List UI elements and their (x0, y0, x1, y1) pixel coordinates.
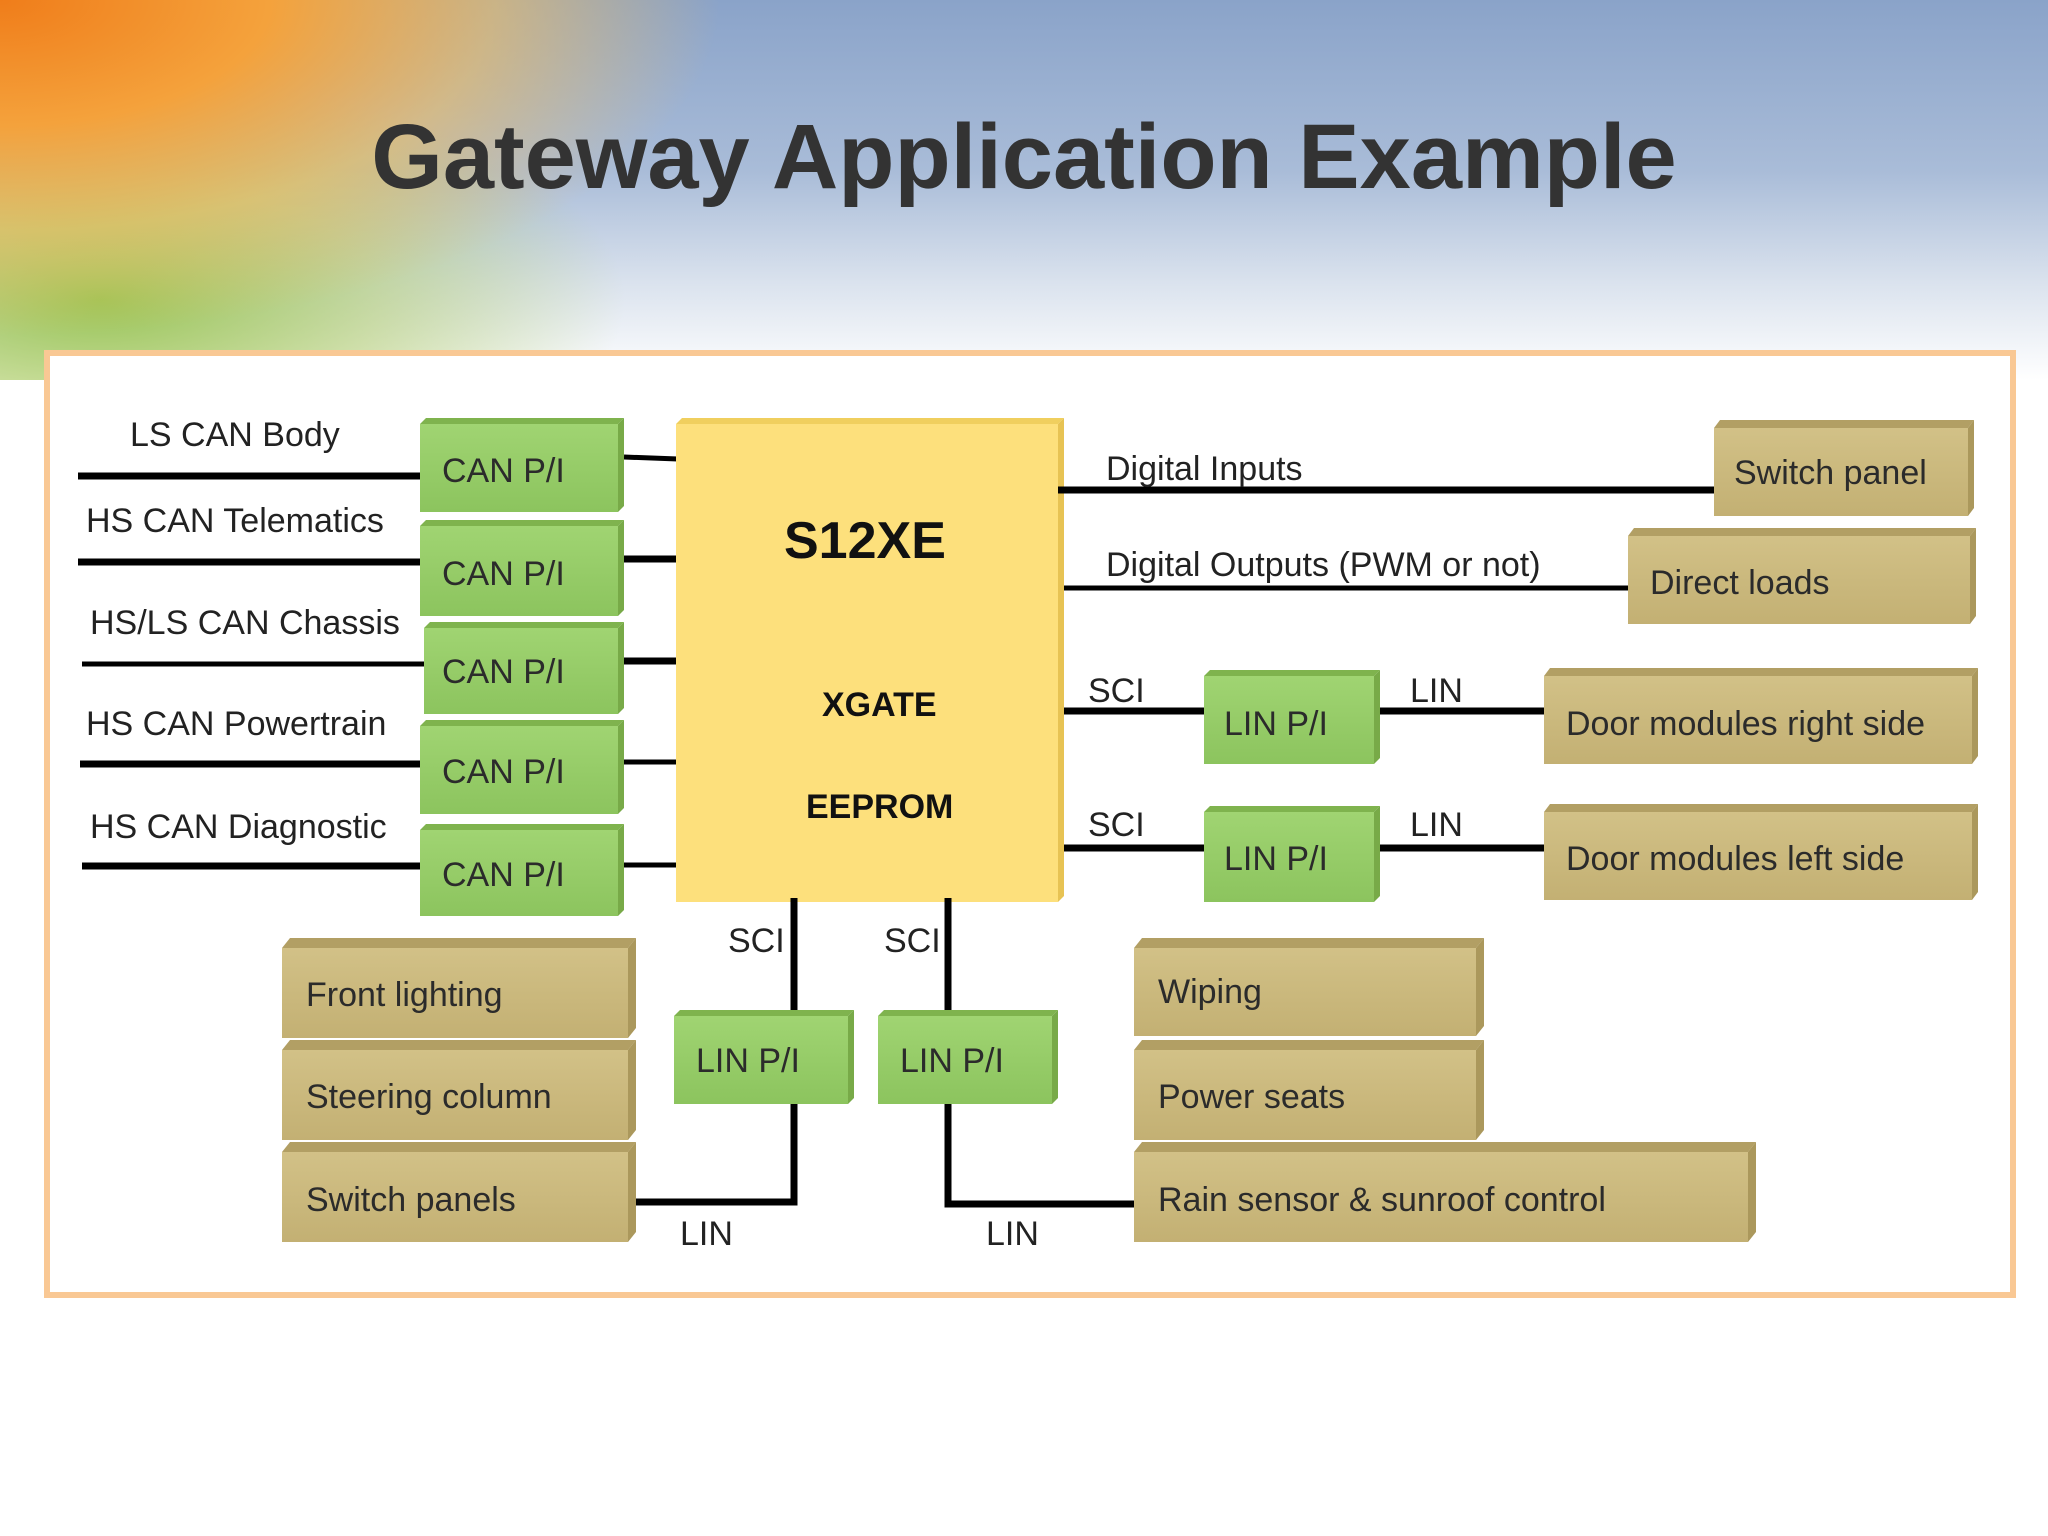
can-pi-box-4: CAN P/I (420, 720, 624, 814)
can-bus-label-2: HS CAN Telematics (86, 502, 384, 540)
direct-loads-node: Direct loads (1628, 528, 1976, 624)
lin-label-bottom-right: LIN (986, 1215, 1039, 1253)
can-pi-box-2: CAN P/I (420, 520, 624, 616)
switch-panels-label: Switch panels (306, 1181, 516, 1219)
door-modules-left-label: Door modules left side (1566, 840, 1904, 878)
lin-pi-box-bottom-right: LIN P/I (878, 1010, 1058, 1104)
sci-label-bottom-right: SCI (884, 922, 941, 960)
digital-outputs-label: Digital Outputs (PWM or not) (1106, 546, 1541, 584)
steering-column-label: Steering column (306, 1078, 552, 1116)
sci-label-bottom-left: SCI (728, 922, 785, 960)
switch-panel-node: Switch panel (1714, 420, 1974, 516)
chip-xgate: XGATE (822, 686, 937, 724)
lin-pi-box-right-upper: LIN P/I (1204, 670, 1380, 764)
lin-pi-label-bottom-right: LIN P/I (900, 1042, 1004, 1080)
can-pi-label-3: CAN P/I (442, 653, 565, 691)
lin-pi-box-bottom-left: LIN P/I (674, 1010, 854, 1104)
lin-line-bottom-left (634, 1104, 798, 1206)
switch-panel-label: Switch panel (1734, 454, 1927, 492)
lin-pi-label-right-lower: LIN P/I (1224, 840, 1328, 878)
door-modules-right-node: Door modules right side (1544, 668, 1978, 764)
lin-line-bottom-right (944, 1104, 1138, 1208)
s12xe-chip: S12XE XGATE EEPROM (676, 418, 1064, 902)
wiping-node: Wiping (1134, 938, 1484, 1036)
page-title: Gateway Application Example (371, 106, 1677, 208)
lin-label-upper: LIN (1410, 672, 1463, 710)
front-lighting-node: Front lighting (282, 938, 636, 1038)
wiping-label: Wiping (1158, 973, 1262, 1011)
lin-label-bottom-left: LIN (680, 1215, 733, 1253)
power-seats-label: Power seats (1158, 1078, 1345, 1116)
can-pi-box-5: CAN P/I (420, 824, 624, 916)
lin-label-lower: LIN (1410, 806, 1463, 844)
rain-sensor-node: Rain sensor & sunroof control (1134, 1142, 1756, 1242)
can-pi-box-3: CAN P/I (424, 622, 624, 714)
direct-loads-label: Direct loads (1650, 564, 1830, 602)
steering-column-node: Steering column (282, 1040, 636, 1140)
door-modules-right-label: Door modules right side (1566, 705, 1925, 743)
can-pi-label-5: CAN P/I (442, 856, 565, 894)
can-pi-label-1: CAN P/I (442, 452, 565, 490)
sci-label-lower: SCI (1088, 806, 1145, 844)
lin-pi-box-right-lower: LIN P/I (1204, 806, 1380, 902)
header-banner (0, 0, 2048, 380)
digital-inputs-label: Digital Inputs (1106, 450, 1303, 488)
chip-name: S12XE (784, 512, 946, 570)
lin-pi-label-bottom-left: LIN P/I (696, 1042, 800, 1080)
can-bus-label-5: HS CAN Diagnostic (90, 808, 387, 846)
can-bus-label-1: LS CAN Body (130, 416, 340, 454)
can-bus-label-3: HS/LS CAN Chassis (90, 604, 400, 642)
can-pi-label-2: CAN P/I (442, 555, 565, 593)
can-pi-box-1: CAN P/I (420, 418, 624, 512)
power-seats-node: Power seats (1134, 1040, 1484, 1140)
sci-label-upper: SCI (1088, 672, 1145, 710)
door-modules-left-node: Door modules left side (1544, 804, 1978, 900)
front-lighting-label: Front lighting (306, 976, 503, 1014)
switch-panels-node: Switch panels (282, 1142, 636, 1242)
can-connector-1 (623, 454, 679, 462)
chip-eeprom: EEPROM (806, 788, 953, 826)
can-pi-label-4: CAN P/I (442, 753, 565, 791)
lin-pi-label-right-upper: LIN P/I (1224, 705, 1328, 743)
rain-sensor-label: Rain sensor & sunroof control (1158, 1181, 1606, 1219)
can-bus-label-4: HS CAN Powertrain (86, 705, 386, 743)
